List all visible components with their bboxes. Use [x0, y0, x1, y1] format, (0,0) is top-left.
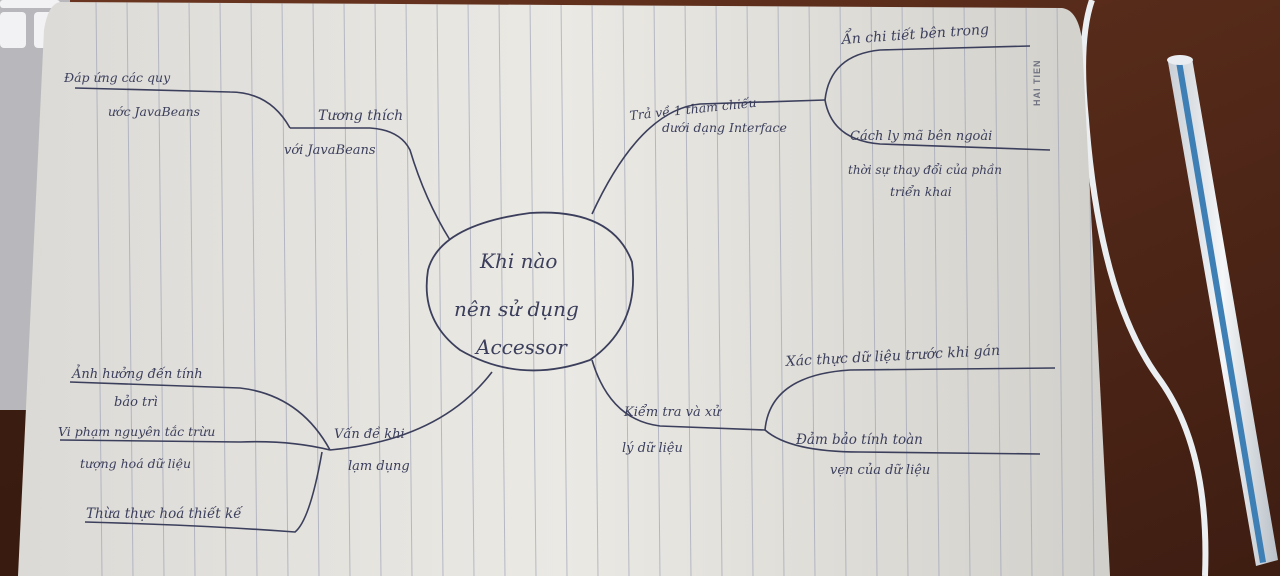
keyboard-key: [0, 12, 26, 48]
ruled-line: [374, 2, 382, 576]
branch-label: với JavaBeans: [284, 143, 376, 158]
leaf-label: triển khai: [890, 184, 952, 199]
ruled-line: [870, 2, 878, 576]
center-node-oval: [425, 211, 634, 372]
ruled-line: [591, 2, 599, 576]
ruled-line: [560, 2, 568, 576]
ruled-lines: [95, 2, 1095, 576]
leaf-label: Cách ly mã bên ngoài: [850, 129, 992, 144]
leaf-label: tượng hoá dữ liệu: [80, 456, 191, 471]
branch-label: lạm dụng: [348, 459, 410, 474]
ruled-line: [188, 2, 196, 576]
ruled-line: [901, 2, 909, 576]
pen: [1167, 55, 1278, 566]
ruled-line: [963, 2, 971, 576]
ruled-line: [1025, 2, 1033, 576]
bottom-left-branch: Vấn đề khi lạm dụng Ảnh hưởng đến tính b…: [58, 364, 410, 522]
center-line-2: nên sử dụng: [454, 297, 579, 321]
ruled-line: [529, 2, 537, 576]
ruled-line: [684, 2, 692, 576]
ruled-line: [994, 2, 1002, 576]
ruled-line: [808, 2, 816, 576]
leaf-label: ước JavaBeans: [108, 104, 200, 119]
ruled-line: [157, 2, 165, 576]
branch-label: dưới dạng Interface: [662, 120, 787, 135]
branch-label: Tương thích: [318, 108, 403, 124]
center-line-1: Khi nào: [479, 249, 557, 273]
ruled-line: [498, 2, 506, 576]
ruled-line: [405, 2, 413, 576]
ruled-line: [219, 2, 227, 576]
ruled-line: [839, 2, 847, 576]
ruled-line: [281, 2, 289, 576]
ruled-line: [715, 2, 723, 576]
leaf-label: Vi phạm nguyên tắc trừu: [58, 424, 215, 439]
ruled-line: [436, 2, 444, 576]
mindmap-connectors: [59, 45, 1056, 533]
brand-mark: HAI TIEN: [1032, 59, 1042, 106]
center-node: Khi nào nên sử dụng Accessor: [454, 249, 579, 359]
branch-label: Vấn đề khi: [334, 426, 405, 442]
ruled-line: [622, 2, 630, 576]
leaf-label: Đảm bảo tính toàn: [795, 432, 923, 448]
ruled-line: [126, 2, 134, 576]
ruled-line: [653, 2, 661, 576]
center-line-3: Accessor: [474, 335, 568, 359]
keyboard-key: [0, 0, 60, 8]
ruled-line: [312, 2, 320, 576]
ruled-line: [1056, 2, 1064, 576]
ruled-line: [746, 2, 754, 576]
leaf-label: thời sự thay đổi của phần: [848, 162, 1002, 177]
ruled-line: [777, 2, 785, 576]
ruled-line: [343, 2, 351, 576]
branch-label: lý dữ liệu: [622, 441, 683, 456]
ruled-line: [467, 2, 475, 576]
branch-label: Kiểm tra và xử: [623, 404, 722, 420]
leaf-label: Thừa thực hoá thiết kế: [86, 506, 243, 522]
ruled-line: [932, 2, 940, 576]
ruled-line: [95, 2, 103, 576]
leaf-label: Ảnh hưởng đến tính: [71, 364, 203, 382]
leaf-label: vẹn của dữ liệu: [830, 463, 930, 478]
leaf-label: Đáp ứng các quy: [63, 70, 171, 85]
top-left-branch: Tương thích với JavaBeans Đáp ứng các qu…: [63, 70, 403, 158]
leaf-label: bảo trì: [114, 395, 158, 410]
